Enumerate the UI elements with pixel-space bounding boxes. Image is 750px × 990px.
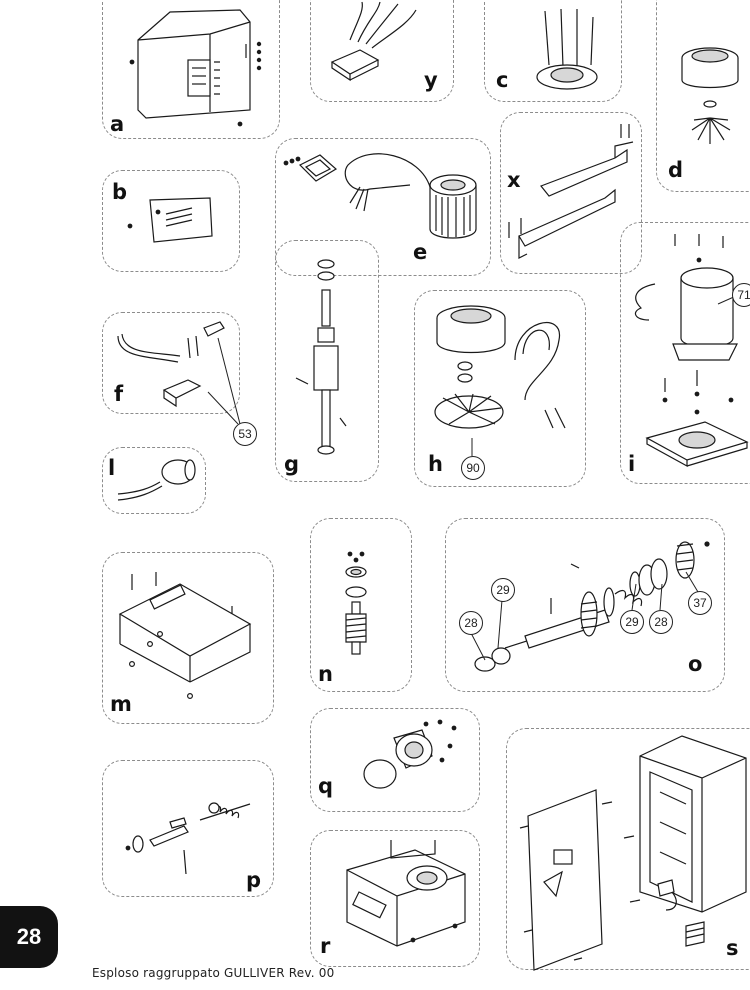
base-bracket-drawing xyxy=(118,572,252,700)
callout-37: 37 xyxy=(688,591,712,615)
motor-mount-drawing xyxy=(634,234,749,468)
panel-label-a: a xyxy=(110,112,125,136)
capacitor-drawing xyxy=(117,459,196,501)
panel-p xyxy=(102,760,274,897)
stator-drawing xyxy=(283,153,477,239)
panel-label-n: n xyxy=(318,662,333,686)
callout-53: 53 xyxy=(233,422,257,446)
panel-label-y: y xyxy=(424,68,438,92)
page-number-tab: 28 xyxy=(0,906,58,968)
callout-71: 71 xyxy=(732,283,750,307)
panel-f xyxy=(102,312,240,414)
panel-label-r: r xyxy=(320,934,331,958)
gear-shaft-drawing xyxy=(474,541,710,672)
callout-28-right: 28 xyxy=(649,610,673,634)
panel-label-c: c xyxy=(496,68,509,92)
panel-label-o: o xyxy=(688,652,703,676)
panel-r xyxy=(310,830,480,967)
page-number: 28 xyxy=(16,924,42,949)
panel-c xyxy=(484,0,622,102)
panel-label-p: p xyxy=(246,868,262,892)
panel-n xyxy=(310,518,412,692)
panel-label-l: l xyxy=(108,456,116,480)
callout-90: 90 xyxy=(461,456,485,480)
panel-h xyxy=(414,290,586,487)
panel-l xyxy=(102,447,206,514)
panel-x xyxy=(500,112,642,274)
panel-i xyxy=(620,222,750,484)
cover-drawing xyxy=(129,9,262,127)
panel-label-g: g xyxy=(284,452,300,476)
flange-oring-drawing xyxy=(363,719,457,789)
callout-29-right: 29 xyxy=(620,610,644,634)
panel-m xyxy=(102,552,274,724)
fan-cover-drawing xyxy=(681,47,739,144)
panel-o xyxy=(445,518,725,692)
panel-label-m: m xyxy=(110,692,132,716)
panel-d xyxy=(656,0,750,192)
panel-label-x: x xyxy=(507,168,521,192)
callout-28-left: 28 xyxy=(459,611,483,635)
panel-label-s: s xyxy=(726,936,739,960)
panel-label-e: e xyxy=(413,240,428,264)
worm-drawing xyxy=(345,551,367,655)
panel-g xyxy=(275,240,379,482)
panel-s xyxy=(506,728,750,970)
callout-29-left: 29 xyxy=(491,578,515,602)
panel-label-b: b xyxy=(112,180,128,204)
cover-plate-drawing xyxy=(127,197,213,243)
panel-a xyxy=(102,0,280,139)
panel-label-d: d xyxy=(668,158,684,182)
panel-label-h: h xyxy=(428,452,443,476)
limit-switch-drawing xyxy=(117,321,225,408)
shaft-drawing xyxy=(295,259,347,455)
panel-q xyxy=(310,708,480,812)
flange-drawing xyxy=(536,8,598,90)
panel-label-i: i xyxy=(628,452,636,476)
control-box-drawing xyxy=(519,735,747,971)
panel-e xyxy=(275,138,491,276)
brackets-drawing xyxy=(508,124,634,259)
panel-b xyxy=(102,170,240,272)
footer-caption: Esploso raggruppato GULLIVER Rev. 00 xyxy=(92,966,335,980)
brake-disc-drawing xyxy=(434,305,566,429)
release-drawing xyxy=(125,802,251,875)
housing-drawing xyxy=(346,840,466,947)
panel-label-q: q xyxy=(318,774,334,798)
wiring-drawing xyxy=(330,1,417,82)
panel-label-f: f xyxy=(114,382,124,406)
panel-y xyxy=(310,0,454,102)
